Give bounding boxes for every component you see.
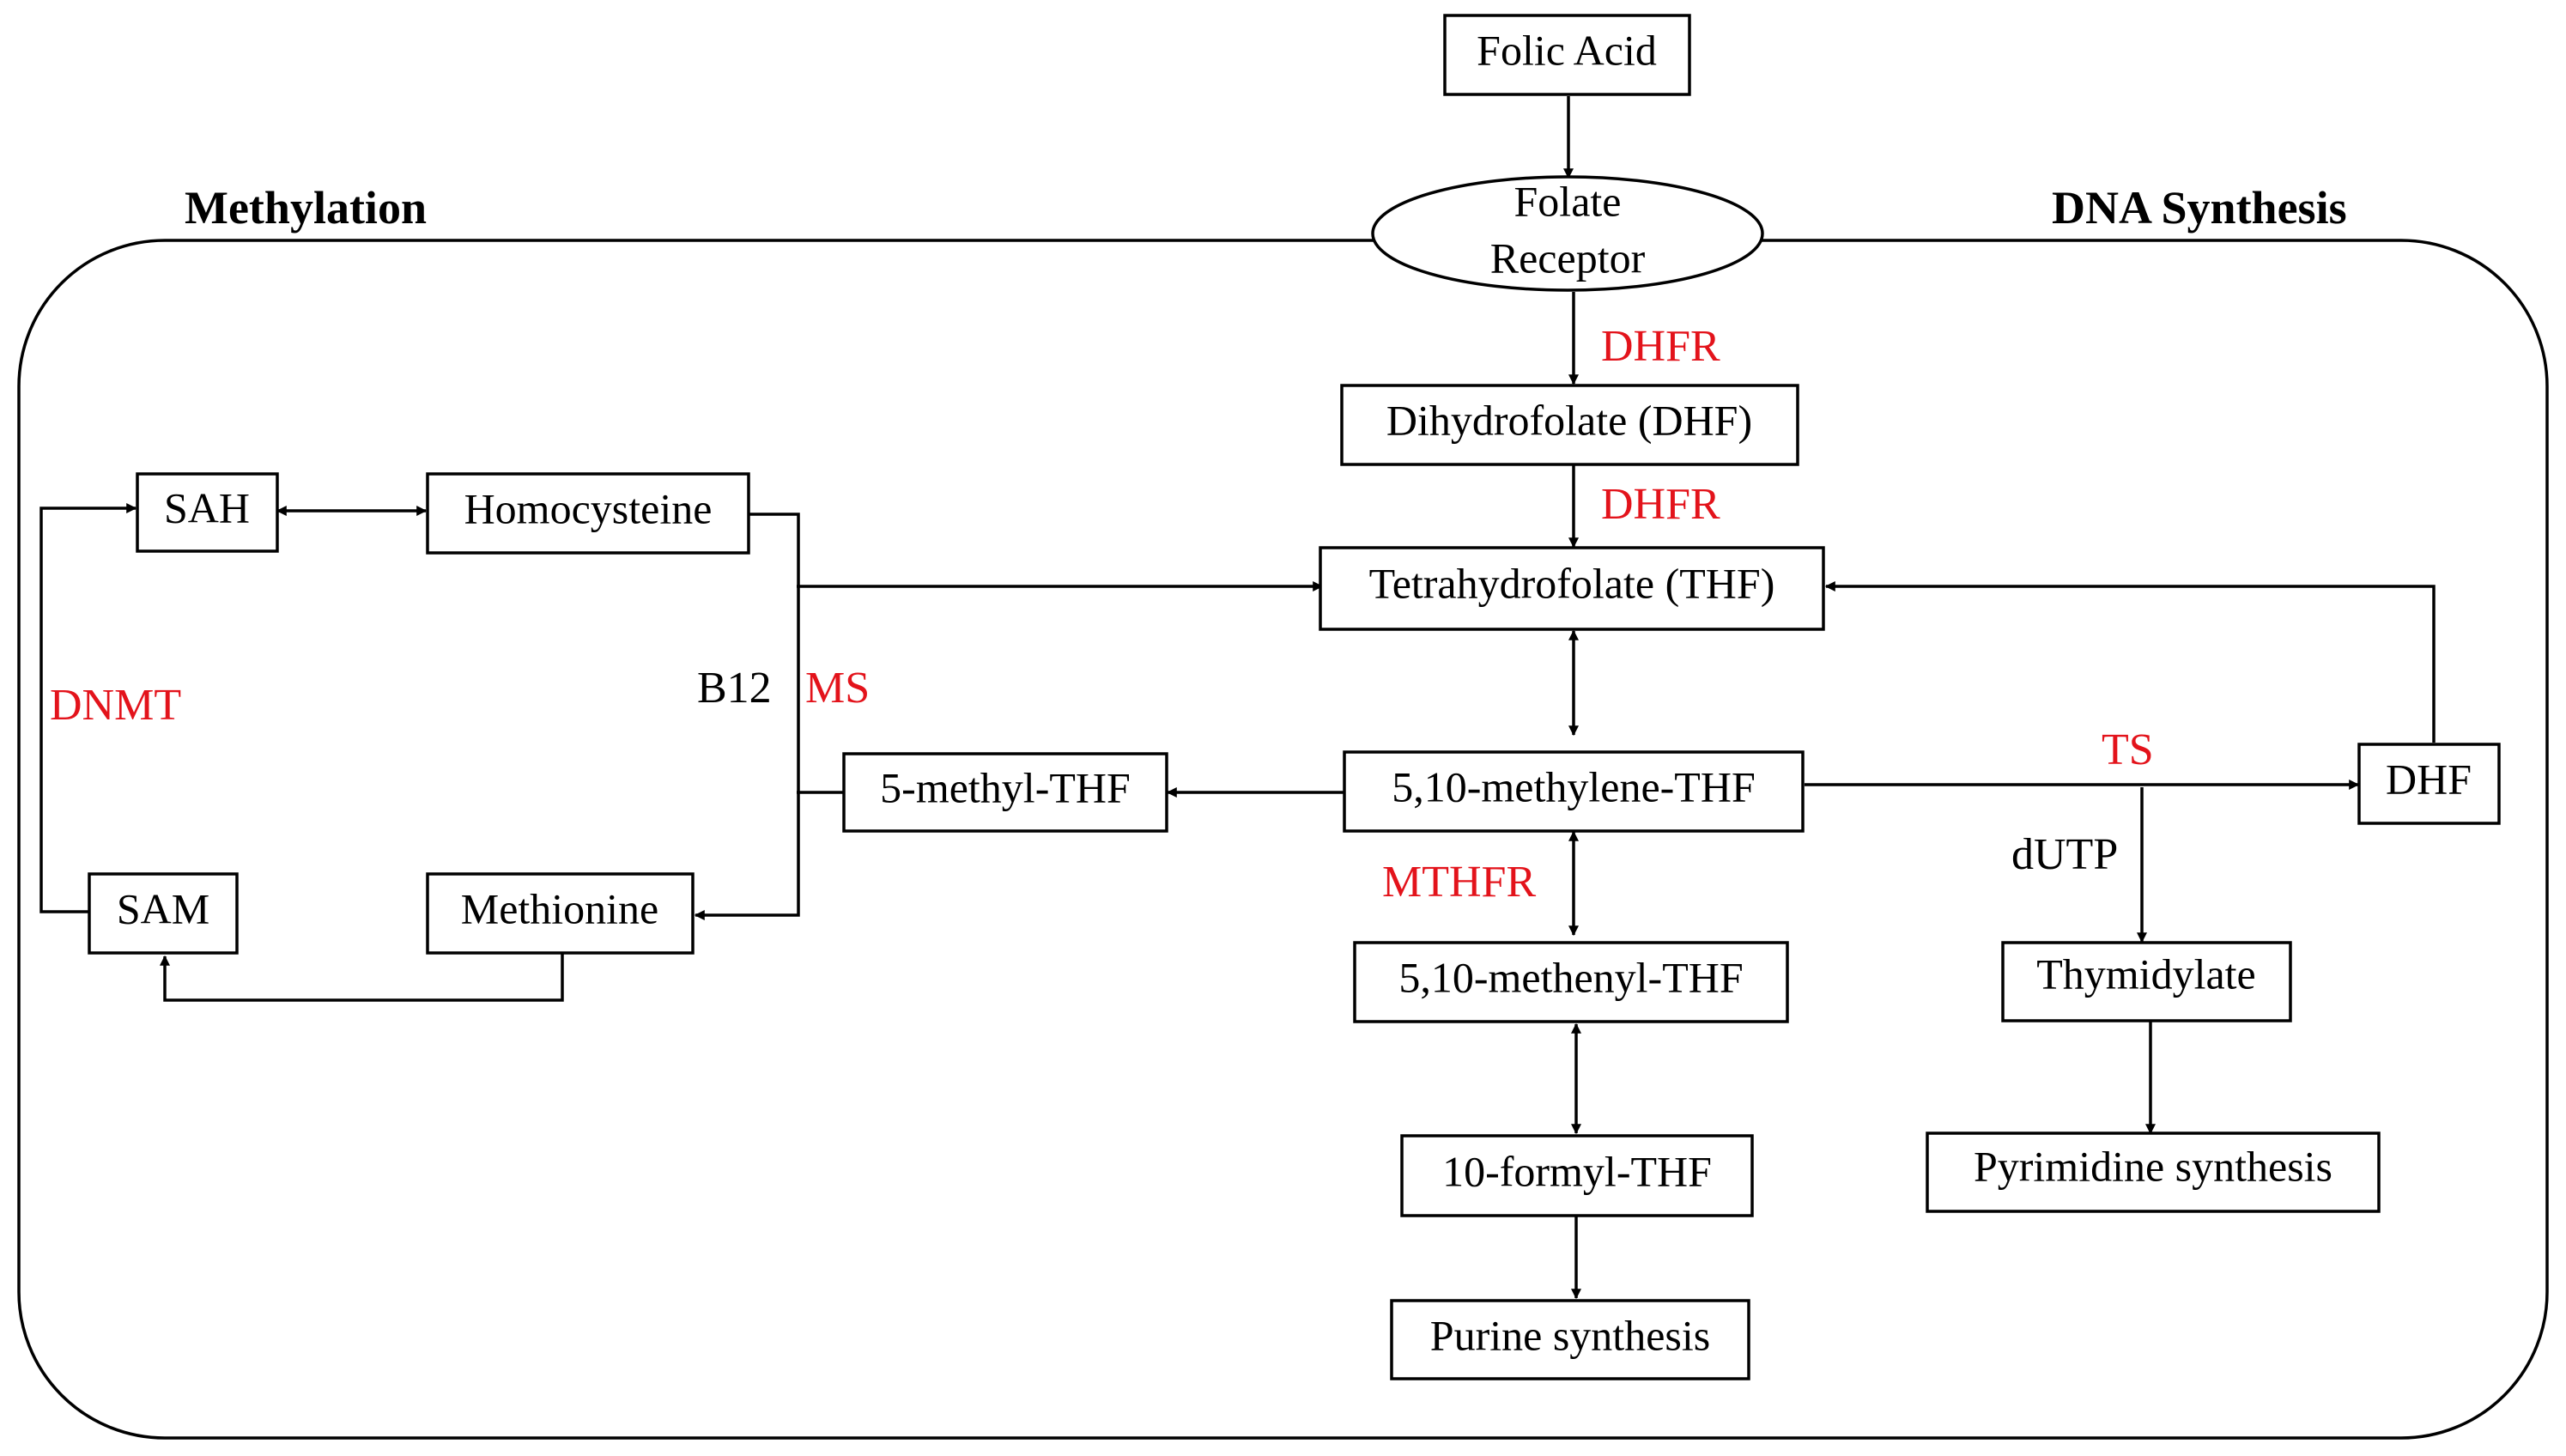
folic-acid-node: Folic Acid xyxy=(1443,14,1691,96)
dna-synthesis-title: DNA Synthesis xyxy=(2052,182,2347,234)
homocysteine-to-methionine-arrow xyxy=(694,513,800,920)
methionine-label: Methionine xyxy=(461,884,659,932)
purine-synthesis-label: Purine synthesis xyxy=(1430,1311,1710,1359)
homocysteine-node: Homocysteine xyxy=(426,472,750,555)
formyl-thf-node: 10-formyl-THF xyxy=(1400,1134,1754,1217)
homocysteine-label: Homocysteine xyxy=(464,484,713,532)
sah-label: SAH xyxy=(164,483,250,531)
ms-label: MS xyxy=(805,664,870,713)
thymidylate-label: Thymidylate xyxy=(2036,949,2256,998)
folate-receptor-label-2: Receptor xyxy=(1490,234,1646,282)
folate-receptor-label-1: Folate xyxy=(1514,177,1622,225)
methenyl-thf-node: 5,10-methenyl-THF xyxy=(1353,941,1789,1023)
dihydrofolate-label: Dihydrofolate (DHF) xyxy=(1386,396,1752,444)
tetrahydrofolate-node: Tetrahydrofolate (THF) xyxy=(1319,546,1825,631)
methionine-node: Methionine xyxy=(426,872,695,955)
cell-boundary xyxy=(17,239,2549,1440)
mthfr-label: MTHFR xyxy=(1382,858,1536,907)
formyl-thf-label: 10-formyl-THF xyxy=(1442,1147,1712,1195)
ts-label: TS xyxy=(2102,725,2154,774)
dihydrofolate-node: Dihydrofolate (DHF) xyxy=(1340,384,1799,466)
sam-label: SAM xyxy=(117,884,209,932)
sam-node: SAM xyxy=(88,872,239,955)
methyl-thf-node: 5-methyl-THF xyxy=(842,752,1168,833)
pyrimidine-synthesis-label: Pyrimidine synthesis xyxy=(1974,1142,2332,1190)
folic-acid-label: Folic Acid xyxy=(1477,26,1657,74)
purine-synthesis-node: Purine synthesis xyxy=(1390,1299,1750,1380)
dhf-right-node: DHF xyxy=(2357,743,2501,825)
dhfr-label-1: DHFR xyxy=(1601,322,1720,371)
dhf-right-label: DHF xyxy=(2386,755,2472,803)
methenyl-thf-label: 5,10-methenyl-THF xyxy=(1398,953,1743,1001)
thymidylate-node: Thymidylate xyxy=(2001,941,2292,1022)
methionine-to-sam-arrow xyxy=(160,953,564,1002)
b12-label: B12 xyxy=(697,664,772,713)
dhf-to-thf-return-arrow xyxy=(1824,581,2436,743)
pyrimidine-synthesis-node: Pyrimidine synthesis xyxy=(1926,1131,2381,1213)
sam-to-sah-arrow xyxy=(39,503,137,913)
sah-node: SAH xyxy=(136,472,279,553)
dnmt-label: DNMT xyxy=(50,681,181,730)
dhfr-label-2: DHFR xyxy=(1601,480,1720,529)
methylene-thf-label: 5,10-methylene-THF xyxy=(1392,762,1756,810)
methylene-thf-node: 5,10-methylene-THF xyxy=(1343,750,1805,833)
methyl-thf-label: 5-methyl-THF xyxy=(880,763,1131,811)
tetrahydrofolate-label: Tetrahydrofolate (THF) xyxy=(1369,559,1775,607)
dutp-label: dUTP xyxy=(2011,830,2118,879)
folate-receptor-node: Folate Receptor xyxy=(1371,175,1764,292)
methylation-title: Methylation xyxy=(185,182,427,234)
